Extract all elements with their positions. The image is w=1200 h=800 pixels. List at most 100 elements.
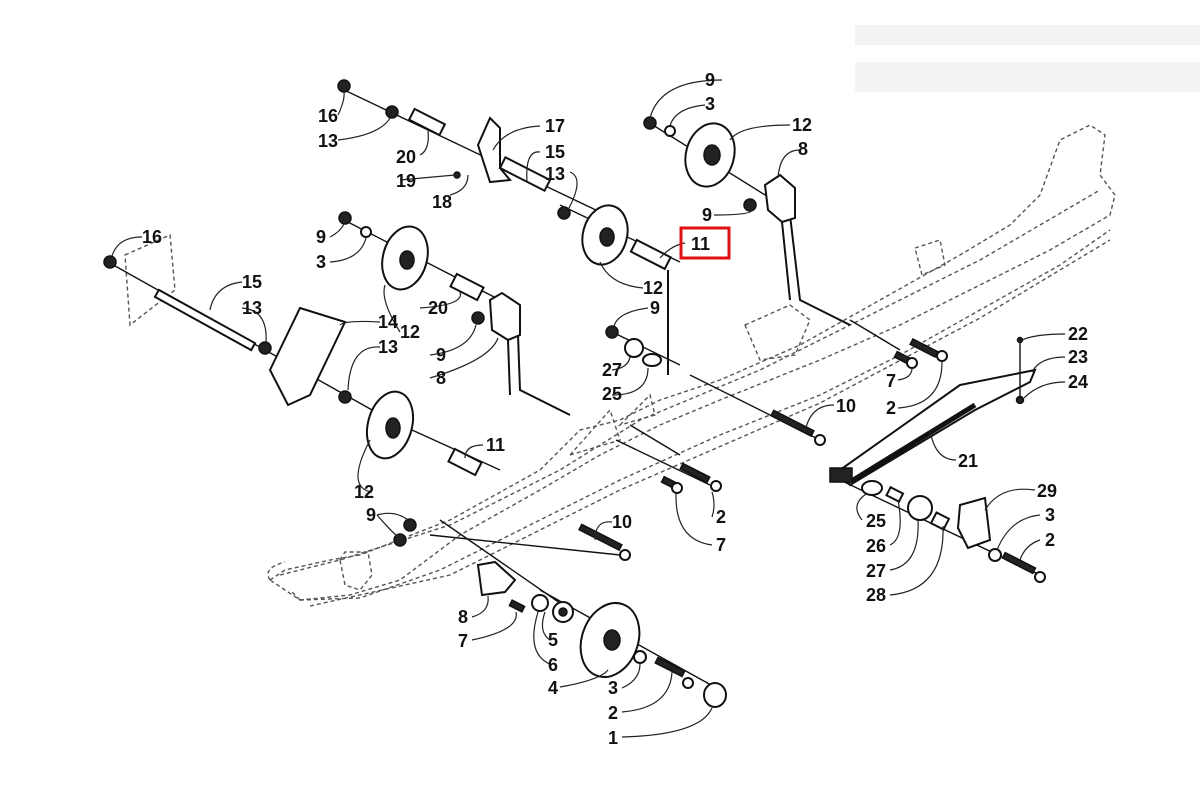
spacer-20-mid xyxy=(449,272,485,302)
bolt-head-2-right xyxy=(936,350,948,362)
rail-bracket-rear xyxy=(914,239,946,276)
callout-17: 17 xyxy=(545,116,565,136)
callout-24: 24 xyxy=(1068,372,1088,392)
axles xyxy=(107,87,1041,691)
bolt-10-mid xyxy=(578,523,623,552)
bolt-head-2-front xyxy=(682,677,694,689)
washer-13-mid xyxy=(557,206,571,220)
bolt-2-far xyxy=(1001,551,1037,575)
washer-3-front xyxy=(633,650,647,664)
callout-20: 20 xyxy=(396,147,416,167)
callout-13: 13 xyxy=(242,298,262,318)
callout-16: 16 xyxy=(318,106,338,126)
callouts: 16 13 20 19 18 17 15 13 9 3 12 8 9 11 12… xyxy=(142,70,1088,748)
spacer-26 xyxy=(885,485,905,503)
callout-9: 9 xyxy=(316,227,326,247)
callout-12: 12 xyxy=(354,482,374,502)
callout-11: 11 xyxy=(486,435,505,455)
cap-1 xyxy=(703,682,727,708)
bracket-8-front xyxy=(476,560,517,597)
clip-25-right xyxy=(861,480,883,496)
bolt-head-7-mid xyxy=(671,482,683,494)
callout-9: 9 xyxy=(366,505,376,525)
callout-3: 3 xyxy=(316,252,326,272)
highlight-box xyxy=(679,226,731,260)
washer-3-top xyxy=(664,125,676,137)
nut-16-left xyxy=(103,255,117,269)
callout-16: 16 xyxy=(142,227,162,247)
callout-3: 3 xyxy=(1045,505,1055,525)
washer-27-center xyxy=(624,338,644,358)
callout-2: 2 xyxy=(608,703,618,723)
callout-9: 9 xyxy=(436,345,446,365)
callout-5: 5 xyxy=(548,630,558,650)
nut-9-left xyxy=(338,211,352,225)
bolt-head-2-far xyxy=(1034,571,1046,583)
bolt-head-2-mid xyxy=(710,480,722,492)
rear-frag xyxy=(124,233,176,327)
hub-12-top xyxy=(703,144,721,166)
rail-lower-inner xyxy=(309,239,1111,607)
arm-17 xyxy=(476,116,512,184)
rail-lower-outline xyxy=(299,229,1111,601)
nut-9-mid xyxy=(471,311,485,325)
callout-2: 2 xyxy=(1045,530,1055,550)
callout-11-highlighted: 11 xyxy=(691,234,710,254)
wheel-4-hub xyxy=(603,629,621,651)
callout-7: 7 xyxy=(886,371,896,391)
callout-4: 4 xyxy=(548,678,558,698)
washer-27-right xyxy=(907,495,933,521)
rail-bracket-mid xyxy=(744,304,811,361)
callout-12: 12 xyxy=(643,278,663,298)
ring-6 xyxy=(531,594,549,612)
callout-3: 3 xyxy=(608,678,618,698)
callout-19: 19 xyxy=(396,171,416,191)
control-arms xyxy=(507,214,851,416)
callout-25: 25 xyxy=(866,511,886,531)
callout-10: 10 xyxy=(612,512,632,532)
rail-bracket-front xyxy=(339,551,373,591)
strap-end xyxy=(829,467,853,483)
spacer-28 xyxy=(929,511,951,531)
callout-27: 27 xyxy=(866,561,886,581)
rail-window-2 xyxy=(617,393,656,427)
callout-28: 28 xyxy=(866,585,886,605)
callout-8: 8 xyxy=(458,607,468,627)
leader-lines xyxy=(111,79,1066,738)
link-arm-14 xyxy=(268,306,347,407)
callout-6: 6 xyxy=(548,655,558,675)
washer-13-low xyxy=(338,390,352,404)
nut-9-bracket xyxy=(743,198,757,212)
callout-10: 10 xyxy=(836,396,856,416)
nut-9-top xyxy=(643,116,657,130)
spacer-11-lower xyxy=(447,447,483,477)
callout-23: 23 xyxy=(1068,347,1088,367)
shaft-15-top xyxy=(498,155,552,193)
watermark xyxy=(855,25,1200,92)
hub-12-mid-left xyxy=(399,250,415,270)
callout-21: 21 xyxy=(958,451,978,471)
shaft-15-left xyxy=(153,288,257,352)
block-29 xyxy=(956,496,992,550)
callout-1: 1 xyxy=(608,728,618,748)
nut-16-top xyxy=(337,79,351,93)
callout-22: 22 xyxy=(1068,324,1088,344)
bearing-5-inner xyxy=(558,607,568,617)
spacer-11-top xyxy=(629,238,672,271)
spacer-20-top xyxy=(407,107,447,137)
callout-18: 18 xyxy=(432,192,452,212)
callout-25: 25 xyxy=(602,384,622,404)
callout-27: 27 xyxy=(602,360,622,380)
callout-2: 2 xyxy=(716,507,726,527)
callout-8: 8 xyxy=(436,368,446,388)
rail-tip xyxy=(267,561,301,601)
washer-3-left xyxy=(360,226,372,238)
callout-7: 7 xyxy=(716,535,726,555)
nut-9-low-b xyxy=(393,533,407,547)
callout-12: 12 xyxy=(792,115,812,135)
nut-9-center xyxy=(605,325,619,339)
bolt-10-right xyxy=(770,409,815,438)
callout-15: 15 xyxy=(242,272,262,292)
rail-window-1 xyxy=(567,408,621,457)
